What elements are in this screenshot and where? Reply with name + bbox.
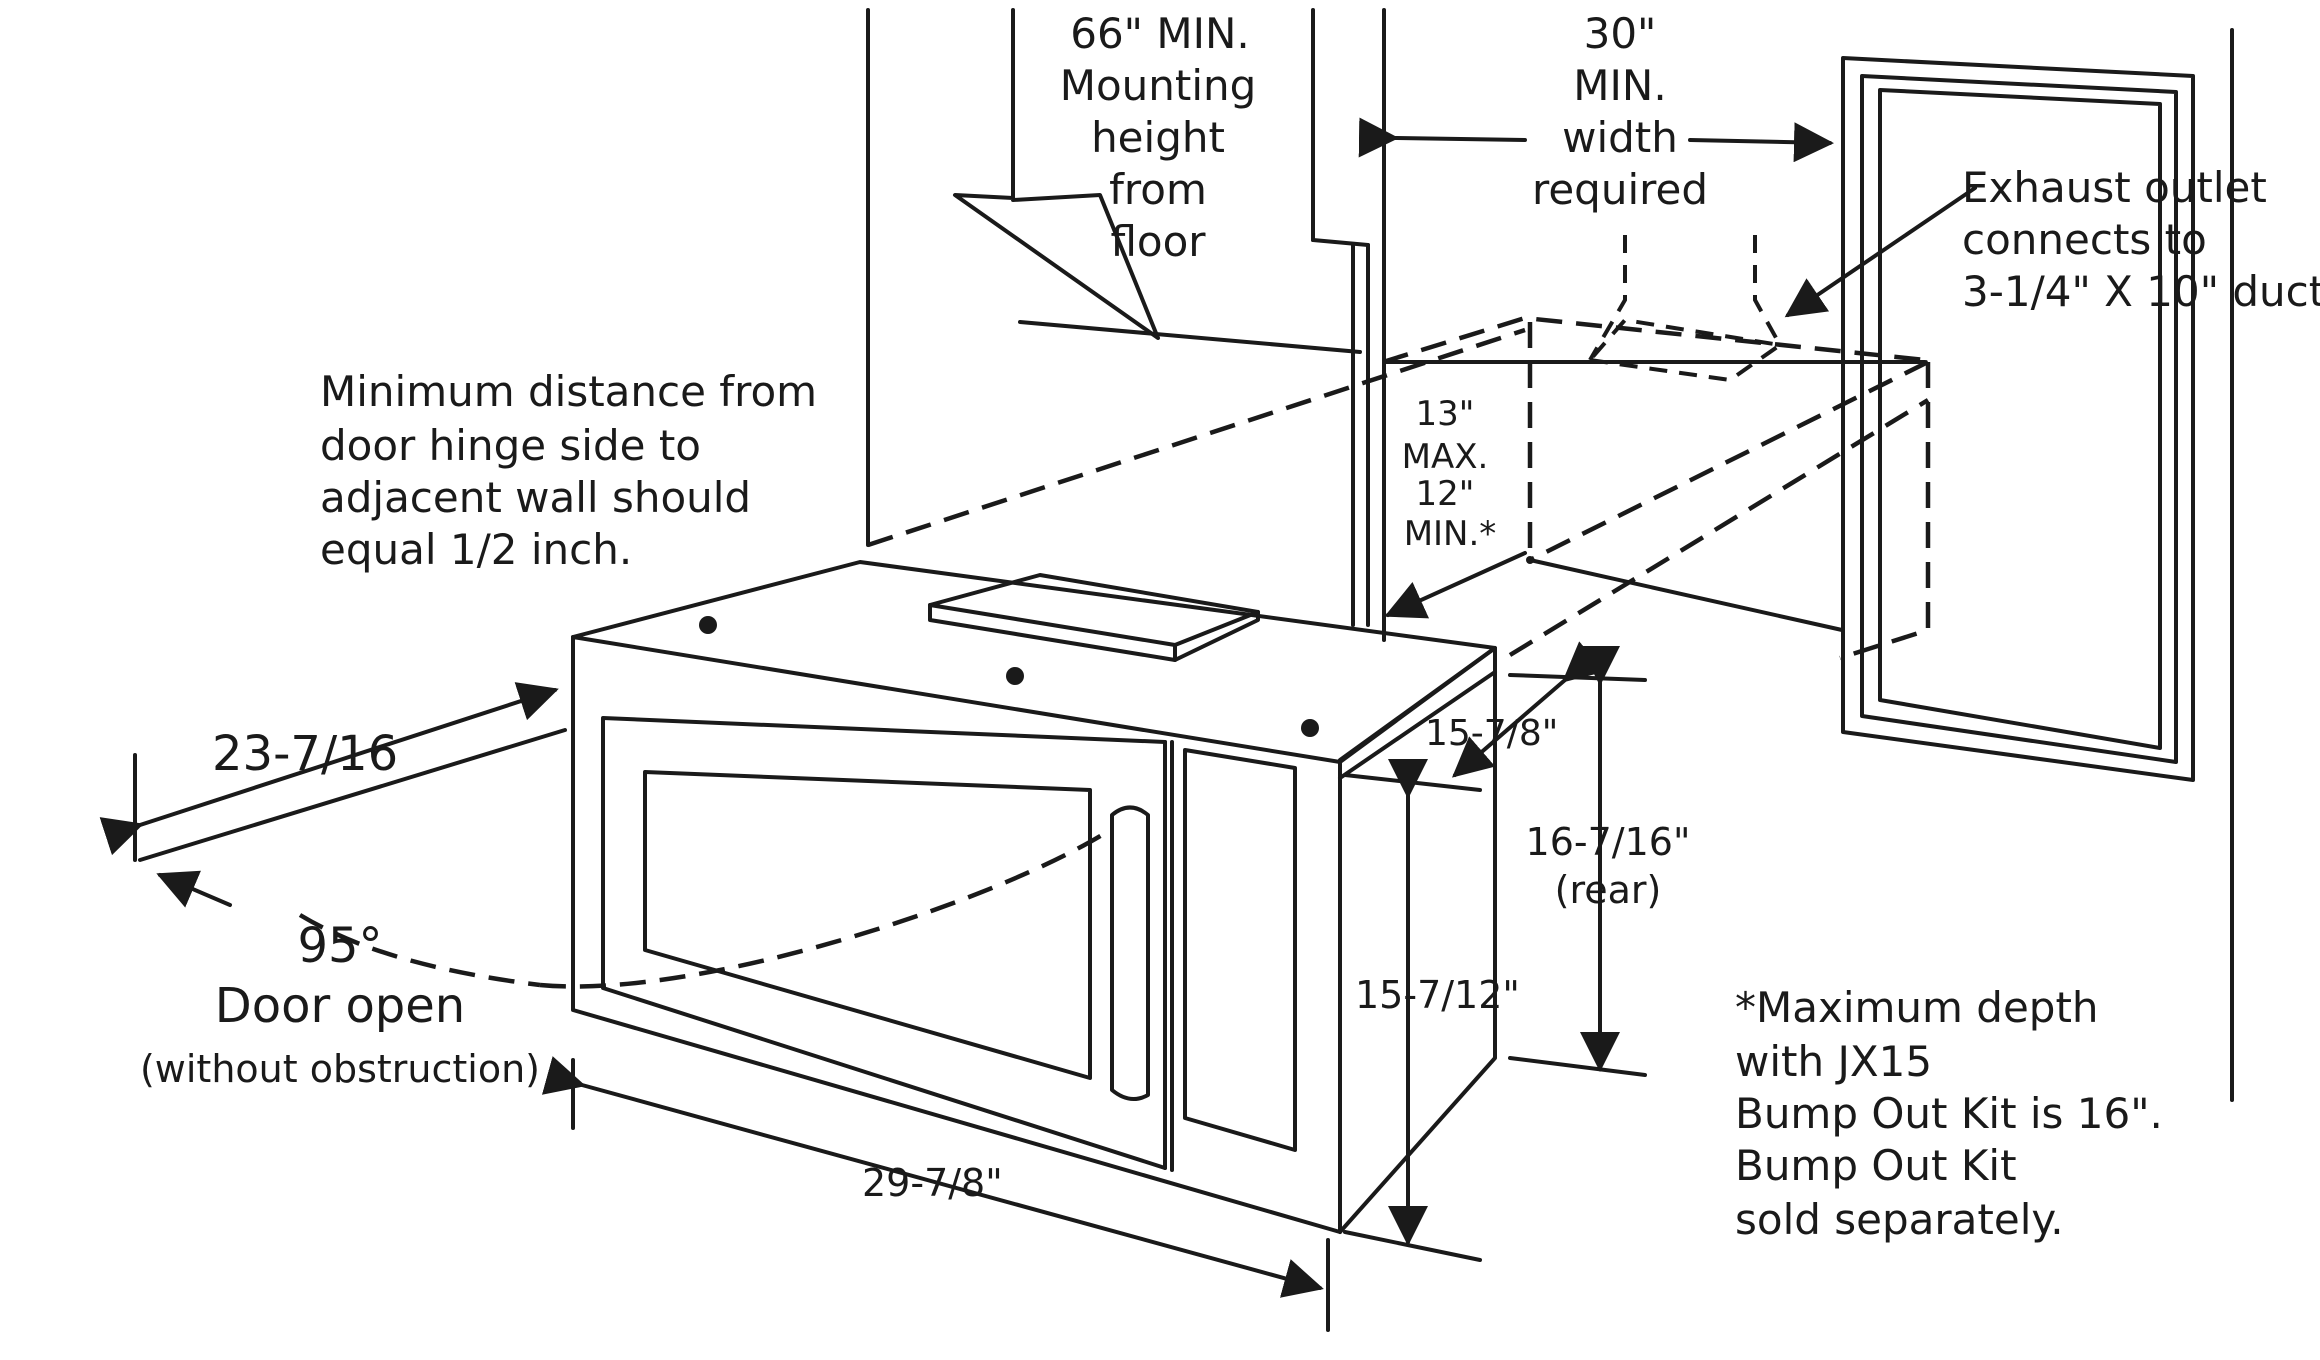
width-arrow [1358, 117, 1834, 163]
door-frame-right [1841, 28, 2234, 1102]
exhaust-arrow [1784, 186, 1977, 318]
mounting-height-label: 66" MIN. Mounting height from floor [1060, 9, 1257, 266]
mounting-height-line-1: 66" MIN. [1070, 9, 1250, 58]
depth-range-line-2: MAX. [1402, 437, 1489, 477]
bump-out-note: *Maximum depth with JX15 Bump Out Kit is… [1735, 983, 2163, 1244]
open-depth-label: 23-7/16 [212, 726, 398, 782]
mounting-height-line-4: from [1109, 165, 1207, 214]
hinge-note-line-3: adjacent wall should [320, 473, 751, 522]
mounting-height-line-3: height [1091, 113, 1225, 162]
bump-out-line-1: *Maximum depth [1735, 983, 2099, 1032]
front-height-arrow [1343, 759, 1482, 1262]
width-dim-arrow [541, 1056, 1330, 1332]
depth-top-label: 15-7/8" [1425, 713, 1558, 754]
hinge-note-label: Minimum distance from door hinge side to… [320, 367, 817, 574]
exhaust-line-1: Exhaust outlet [1962, 163, 2267, 212]
width-label: 29-7/8" [862, 1161, 1003, 1205]
bump-out-line-3: Bump Out Kit is 16". [1735, 1089, 2163, 1138]
upper-cabinet-left [866, 8, 1386, 642]
mounting-height-line-2: Mounting [1060, 61, 1257, 110]
door-swing-arc [156, 828, 1112, 989]
width-line-2: MIN. [1573, 61, 1666, 110]
hinge-note-line-1: Minimum distance from [320, 367, 817, 416]
width-line-3: width [1562, 113, 1678, 162]
depth-range-line-4: MIN.* [1404, 514, 1497, 554]
mounting-height-arrow [953, 38, 1362, 354]
front-height-label: 15-7/12" [1355, 973, 1520, 1017]
open-depth-arrow [99, 682, 567, 862]
bump-out-line-2: with JX15 [1735, 1037, 1932, 1086]
depth-top-arrow [1451, 641, 1606, 778]
microwave-body [571, 560, 1497, 1234]
width-line-1: 30" [1584, 9, 1657, 58]
door-angle-label: 95° [297, 918, 382, 974]
bump-out-line-4: Bump Out Kit [1735, 1141, 2017, 1190]
hinge-note-line-4: equal 1/2 inch. [320, 525, 632, 574]
depth-range-line-1: 13" [1416, 394, 1475, 434]
depth-range-line-3: 12" [1416, 474, 1475, 514]
exhaust-label: Exhaust outlet connects to 3-1/4" X 10" … [1962, 163, 2320, 316]
install-volume-outline [867, 235, 1931, 661]
depth-range-arrow [1384, 551, 1534, 619]
mounting-height-line-5: floor [1110, 217, 1206, 266]
width-required-label: 30" MIN. width required [1532, 9, 1708, 214]
width-line-4: required [1532, 165, 1708, 214]
depth-range-label: 13" MAX. 12" MIN.* [1402, 394, 1497, 554]
door-open-note-label: (without obstruction) [140, 1047, 540, 1091]
rear-height-line-1: 16-7/16" [1526, 820, 1691, 864]
rear-height-line-2: (rear) [1555, 868, 1662, 912]
exhaust-line-3: 3-1/4" X 10" duct [1962, 267, 2320, 316]
bump-out-line-5: sold separately. [1735, 1195, 2064, 1244]
hinge-note-line-2: door hinge side to [320, 421, 701, 470]
door-open-label: Door open [215, 978, 465, 1034]
exhaust-line-2: connects to [1962, 215, 2207, 264]
